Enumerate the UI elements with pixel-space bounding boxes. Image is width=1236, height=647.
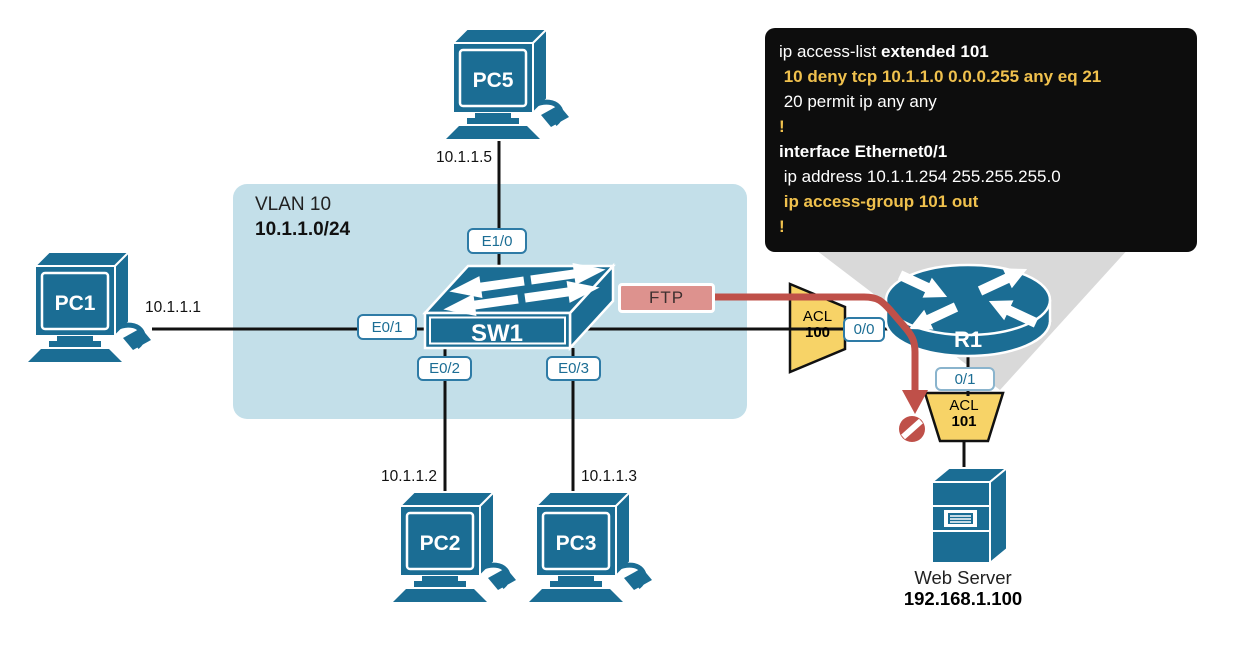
config-line: interface Ethernet0/1 <box>779 139 1183 164</box>
deny-icon <box>899 416 925 442</box>
vlan-subnet-label: 10.1.1.0/24 <box>255 219 351 240</box>
pc5-icon: PC5 <box>446 26 569 139</box>
config-segment: 20 permit ip any any <box>779 92 937 111</box>
config-callout: ip access-list extended 101 10 deny tcp … <box>765 28 1197 252</box>
config-line: ip access-list extended 101 <box>779 39 1183 64</box>
ftp-flow-path <box>712 293 919 391</box>
config-segment: ! <box>779 217 785 236</box>
acl-100-text: ACL <box>802 308 833 325</box>
config-segment: ip address 10.1.1.254 255.255.255.0 <box>779 167 1061 186</box>
router-icon: R1 <box>884 263 1052 358</box>
server-name-label: Web Server <box>914 567 1012 588</box>
config-segment: interface Ethernet0/1 <box>779 142 948 161</box>
port-e0-1: E0/1 <box>357 314 417 340</box>
ftp-flow-label: FTP <box>618 283 715 313</box>
pc1-icon: PC1 <box>28 249 151 362</box>
acl-101-label: ACL 101 <box>933 398 995 429</box>
pc1-name-label: PC1 <box>55 292 96 315</box>
config-segment: ! <box>779 117 785 136</box>
port-e0-2: E0/2 <box>417 356 472 381</box>
acl-100-number: 100 <box>804 323 831 341</box>
config-line: 20 permit ip any any <box>779 89 1183 114</box>
config-line: 10 deny tcp 10.1.1.0 0.0.0.255 any eq 21 <box>779 64 1183 89</box>
pc5-name-label: PC5 <box>473 69 514 92</box>
acl-101-text: ACL <box>949 397 979 414</box>
pc3-ip-label: 10.1.1.3 <box>581 468 638 485</box>
config-segment: 10 deny tcp 10.1.1.0 0.0.0.255 any eq 21 <box>779 67 1102 86</box>
pc2-icon: PC2 <box>393 489 516 602</box>
switch-arrows-icon <box>443 263 606 316</box>
ftp-flow-arrowhead <box>902 390 928 414</box>
switch-name-label: SW1 <box>471 320 523 347</box>
config-line: ! <box>779 114 1183 139</box>
config-segment: ip access-group 101 out <box>779 192 979 211</box>
port-e1-0: E1/0 <box>467 228 527 254</box>
acl-100-label: ACL 100 <box>790 309 845 340</box>
config-line: ! <box>779 214 1183 239</box>
server-ip-label: 192.168.1.100 <box>903 588 1023 609</box>
port-e0-3: E0/3 <box>546 356 601 381</box>
pc1-ip-label: 10.1.1.1 <box>145 299 202 316</box>
router-arrows-icon <box>897 268 1039 330</box>
pc3-icon: PC3 <box>529 489 652 602</box>
pc2-name-label: PC2 <box>420 532 461 555</box>
vlan-name-label: VLAN 10 <box>255 194 332 215</box>
port-0-1: 0/1 <box>935 367 995 391</box>
router-name-label: R1 <box>954 327 982 352</box>
config-line: ip address 10.1.1.254 255.255.255.0 <box>779 164 1183 189</box>
config-line: ip access-group 101 out <box>779 189 1183 214</box>
config-segment: extended 101 <box>881 42 989 61</box>
config-segment: ip access-list <box>779 42 882 61</box>
port-0-0: 0/0 <box>843 317 885 342</box>
web-server-icon <box>929 465 1010 566</box>
acl-101-funnel-icon <box>923 391 1005 443</box>
acl-101-number: 101 <box>951 412 977 430</box>
pc2-ip-label: 10.1.1.2 <box>380 468 437 485</box>
pc3-name-label: PC3 <box>556 532 597 555</box>
switch-icon: SW1 <box>422 262 616 352</box>
pc5-ip-label: 10.1.1.5 <box>435 149 492 166</box>
